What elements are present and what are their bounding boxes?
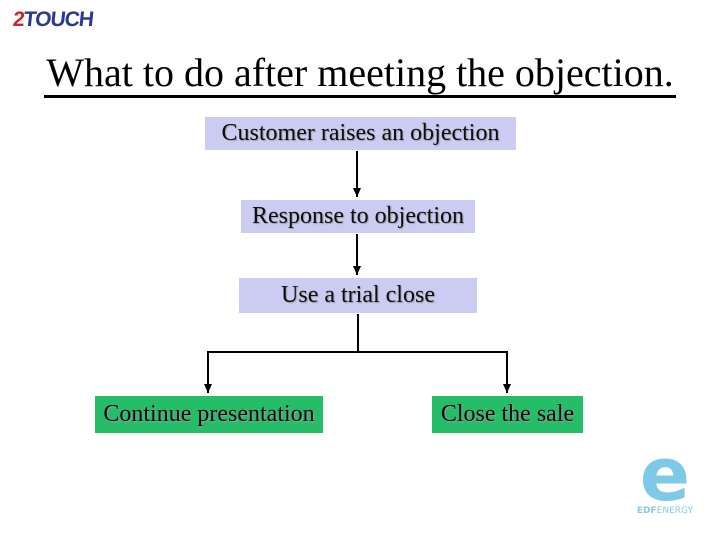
flow-node-close-the-sale: Close the sale	[432, 396, 583, 433]
flow-node-continue-presentation: Continue presentation	[95, 396, 323, 433]
2touch-logo: 2TOUCH	[12, 8, 94, 32]
edf-wordmark-primary: EDF	[636, 506, 657, 516]
slide-title: What to do after meeting the objection.	[44, 52, 676, 98]
flow-node-customer-raises-objection: Customer raises an objection	[205, 117, 516, 150]
edf-energy-logo: e EDFENERGY	[630, 432, 700, 518]
flow-node-use-trial-close: Use a trial close	[239, 278, 477, 313]
slide-title-row: What to do after meeting the objection.	[0, 52, 720, 98]
edf-wordmark-secondary: ENERGY	[656, 506, 694, 516]
flow-node-response-to-objection: Response to objection	[241, 200, 475, 233]
edf-energy-wordmark: EDFENERGY	[630, 506, 700, 516]
2touch-logo-word: TOUCH	[22, 8, 95, 31]
edf-e-icon: e	[639, 432, 691, 518]
